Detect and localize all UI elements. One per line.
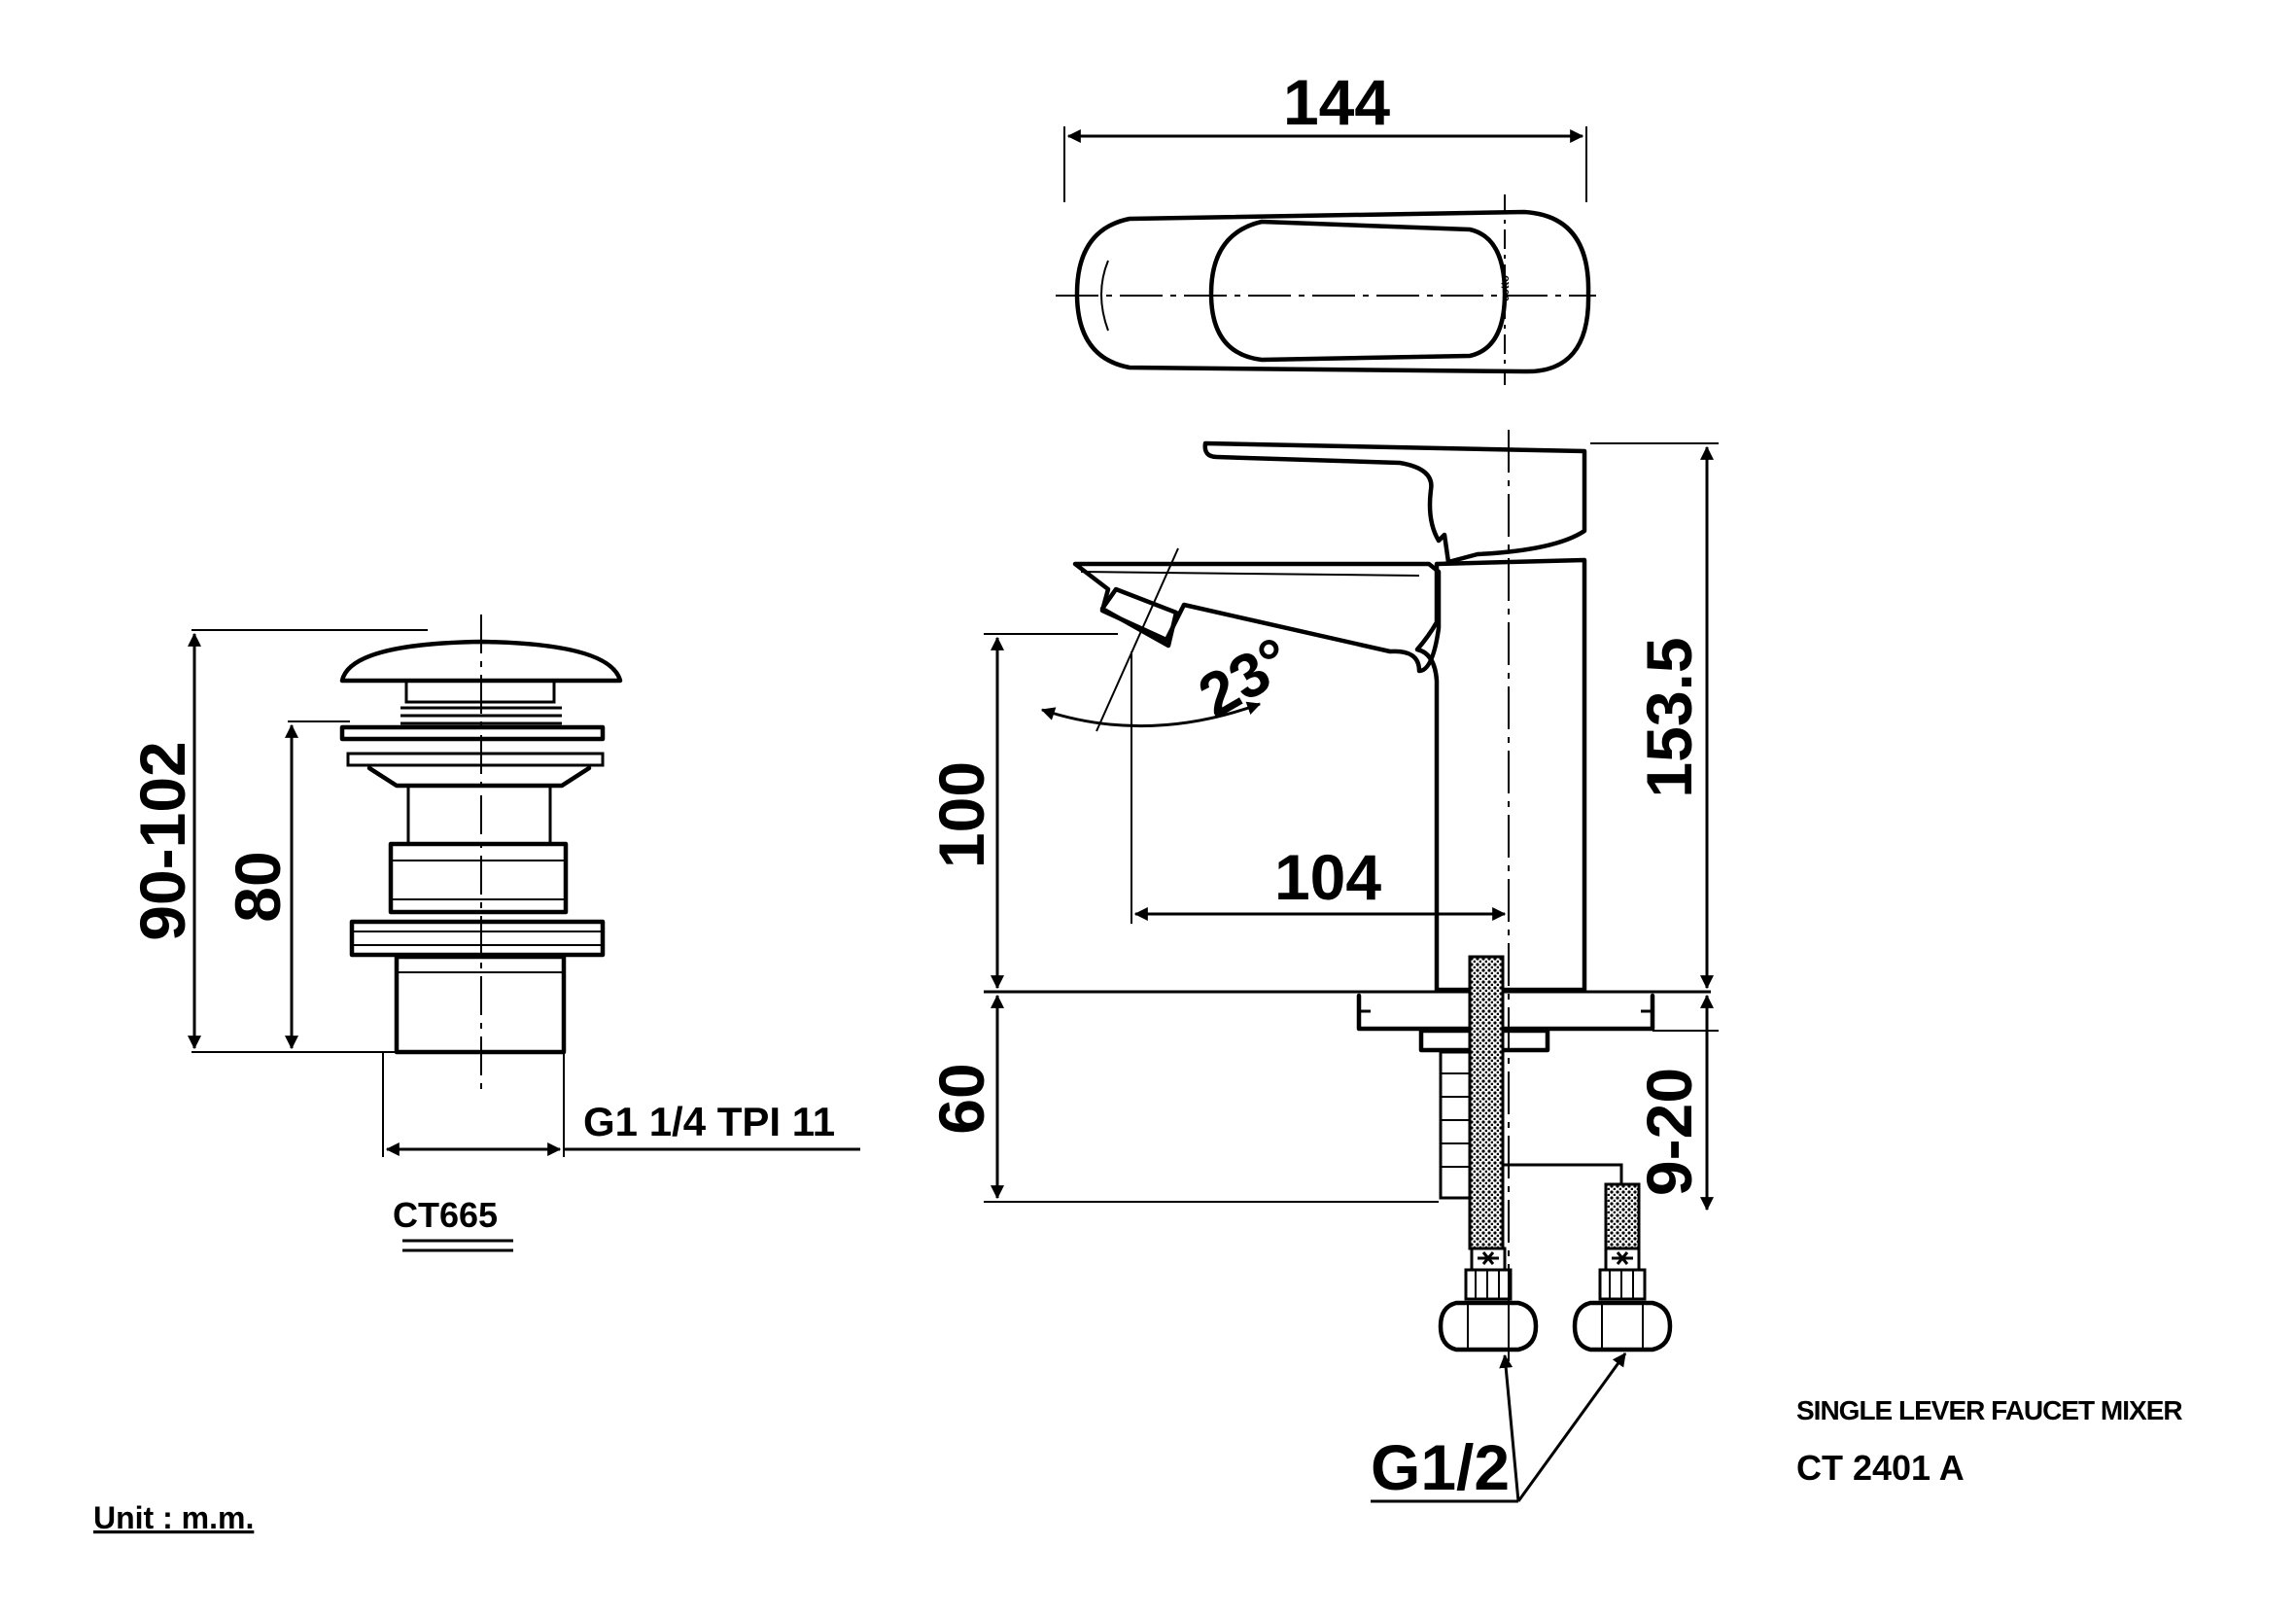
drain-model-label: CT665 [393,1195,498,1235]
dim-spout-angle [1040,701,1262,728]
drain-neck [404,679,556,704]
dim-below-deck-label: 60 [925,1063,997,1134]
dim-spout-height-label: 100 [925,761,997,868]
dim-spout-reach-label: 104 [1274,841,1381,913]
product-name: SINGLE LEVER FAUCET MIXER [1796,1395,2182,1425]
faucet-top-view: 144 cotto [1056,66,1596,385]
drain-body-lower [394,954,567,1055]
faucet-deck-plate [1356,993,1655,1032]
connector-right [1572,1247,1673,1353]
faucet-top-lever [1208,219,1508,363]
connector-left [1438,1247,1539,1353]
drain-thread [400,706,562,725]
drain-ring [346,752,605,767]
dim-drain-height-label: 80 [222,851,294,922]
drain-thread-label: G1 1/4 TPI 11 [583,1099,835,1144]
faucet-body [1414,557,1587,993]
dim-total-height-label: 153.5 [1633,637,1705,797]
faucet-lever [1202,440,1587,565]
drain-taper [366,765,592,789]
dim-top-width-label: 144 [1283,66,1390,138]
faucet-hose-left [1468,955,1505,1250]
connection-label: G1/2 [1371,1431,1510,1503]
unit-note: Unit : m.m. [93,1500,254,1535]
drain-body-mid [388,841,569,915]
product-model: CT 2401 A [1796,1448,1965,1488]
faucet-spout [1072,561,1442,674]
dim-drain-height-range-label: 90-102 [126,741,198,941]
dim-deck-thickness-label: 9-20 [1633,1068,1705,1196]
faucet-top-body [1074,209,1591,374]
faucet-side-view: 23° 104 100 153.5 [925,430,1719,1503]
drain-nut [349,919,606,958]
drain-body-upper [406,784,552,846]
drain-cap [339,639,623,684]
drain-flange [339,724,606,742]
leader-connector-left [1499,1353,1520,1502]
leader-connector-right [1516,1353,1627,1502]
drain-drawing: 90-102 80 G1 1/4 TPI 11 CT665 [126,615,860,1252]
faucet-aerator [1099,586,1179,649]
dim-spout-angle-label: 23° [1187,623,1304,731]
faucet-top-logo: cotto [1500,275,1512,301]
